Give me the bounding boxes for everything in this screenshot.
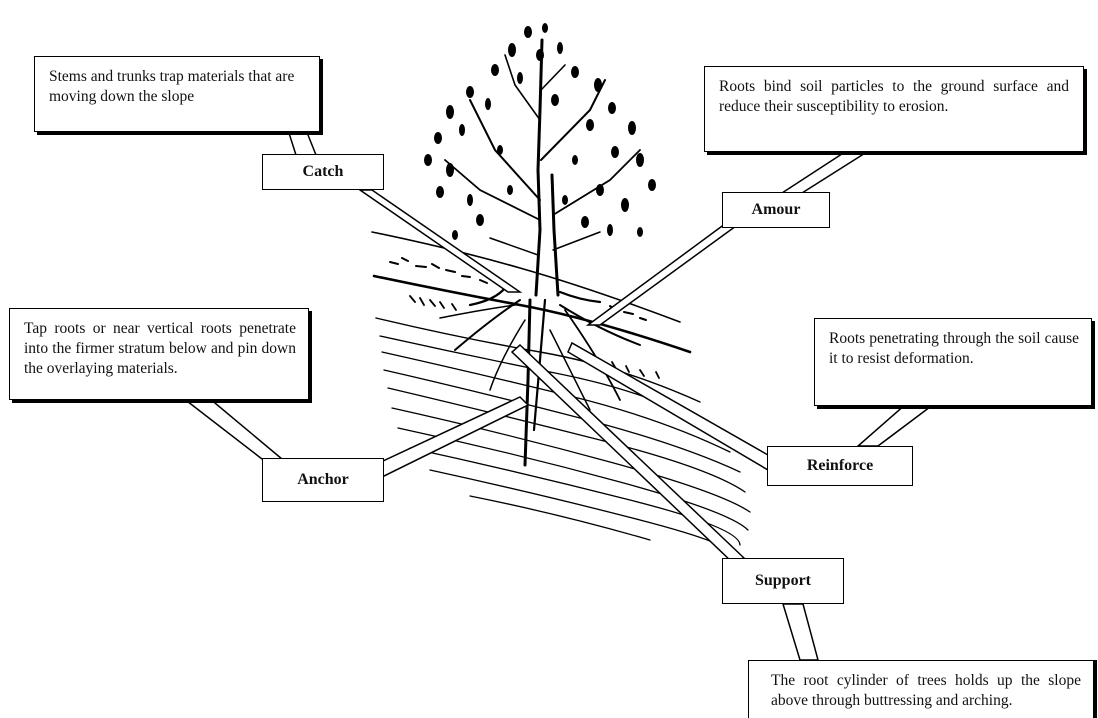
catch-label: Catch	[302, 163, 344, 180]
support-description: The root cylinder of trees holds up the …	[771, 672, 1081, 709]
support-description-box: The root cylinder of trees holds up the …	[748, 660, 1094, 718]
amour-callout-tail	[779, 149, 873, 194]
reinforce-label-box: Reinforce	[767, 446, 913, 486]
anchor-pointer	[366, 396, 530, 479]
catch-pointer	[357, 189, 523, 293]
anchor-description-box: Tap roots or near vertical roots penetra…	[9, 308, 309, 400]
amour-description: Roots bind soil particles to the ground …	[719, 78, 1069, 115]
catch-description: Stems and trunks trap materials that are…	[49, 68, 295, 105]
reinforce-description: Roots penetrating through the soil cause…	[829, 330, 1079, 367]
anchor-description: Tap roots or near vertical roots penetra…	[24, 320, 296, 377]
amour-label-box: Amour	[722, 192, 830, 228]
catch-description-box: Stems and trunks trap materials that are…	[34, 56, 320, 132]
amour-description-box: Roots bind soil particles to the ground …	[704, 66, 1084, 152]
tree-trunk-and-branches	[444, 38, 641, 297]
support-label: Support	[754, 572, 812, 589]
tree-illustration	[424, 23, 656, 467]
reinforce-pointer	[567, 341, 769, 472]
anchor-label: Anchor	[297, 471, 349, 488]
reinforce-callout-tail	[856, 403, 937, 447]
anchor-callout-tail	[180, 397, 285, 460]
reinforce-label: Reinforce	[806, 457, 874, 474]
amour-label: Amour	[751, 201, 801, 218]
anchor-label-box: Anchor	[262, 458, 384, 502]
catch-label-box: Catch	[262, 154, 384, 190]
catch-callout-tail	[286, 129, 318, 156]
support-callout-tail	[781, 603, 819, 661]
support-label-box: Support	[722, 558, 844, 604]
connector-lines	[180, 129, 937, 661]
reinforce-description-box: Roots penetrating through the soil cause…	[814, 318, 1092, 406]
